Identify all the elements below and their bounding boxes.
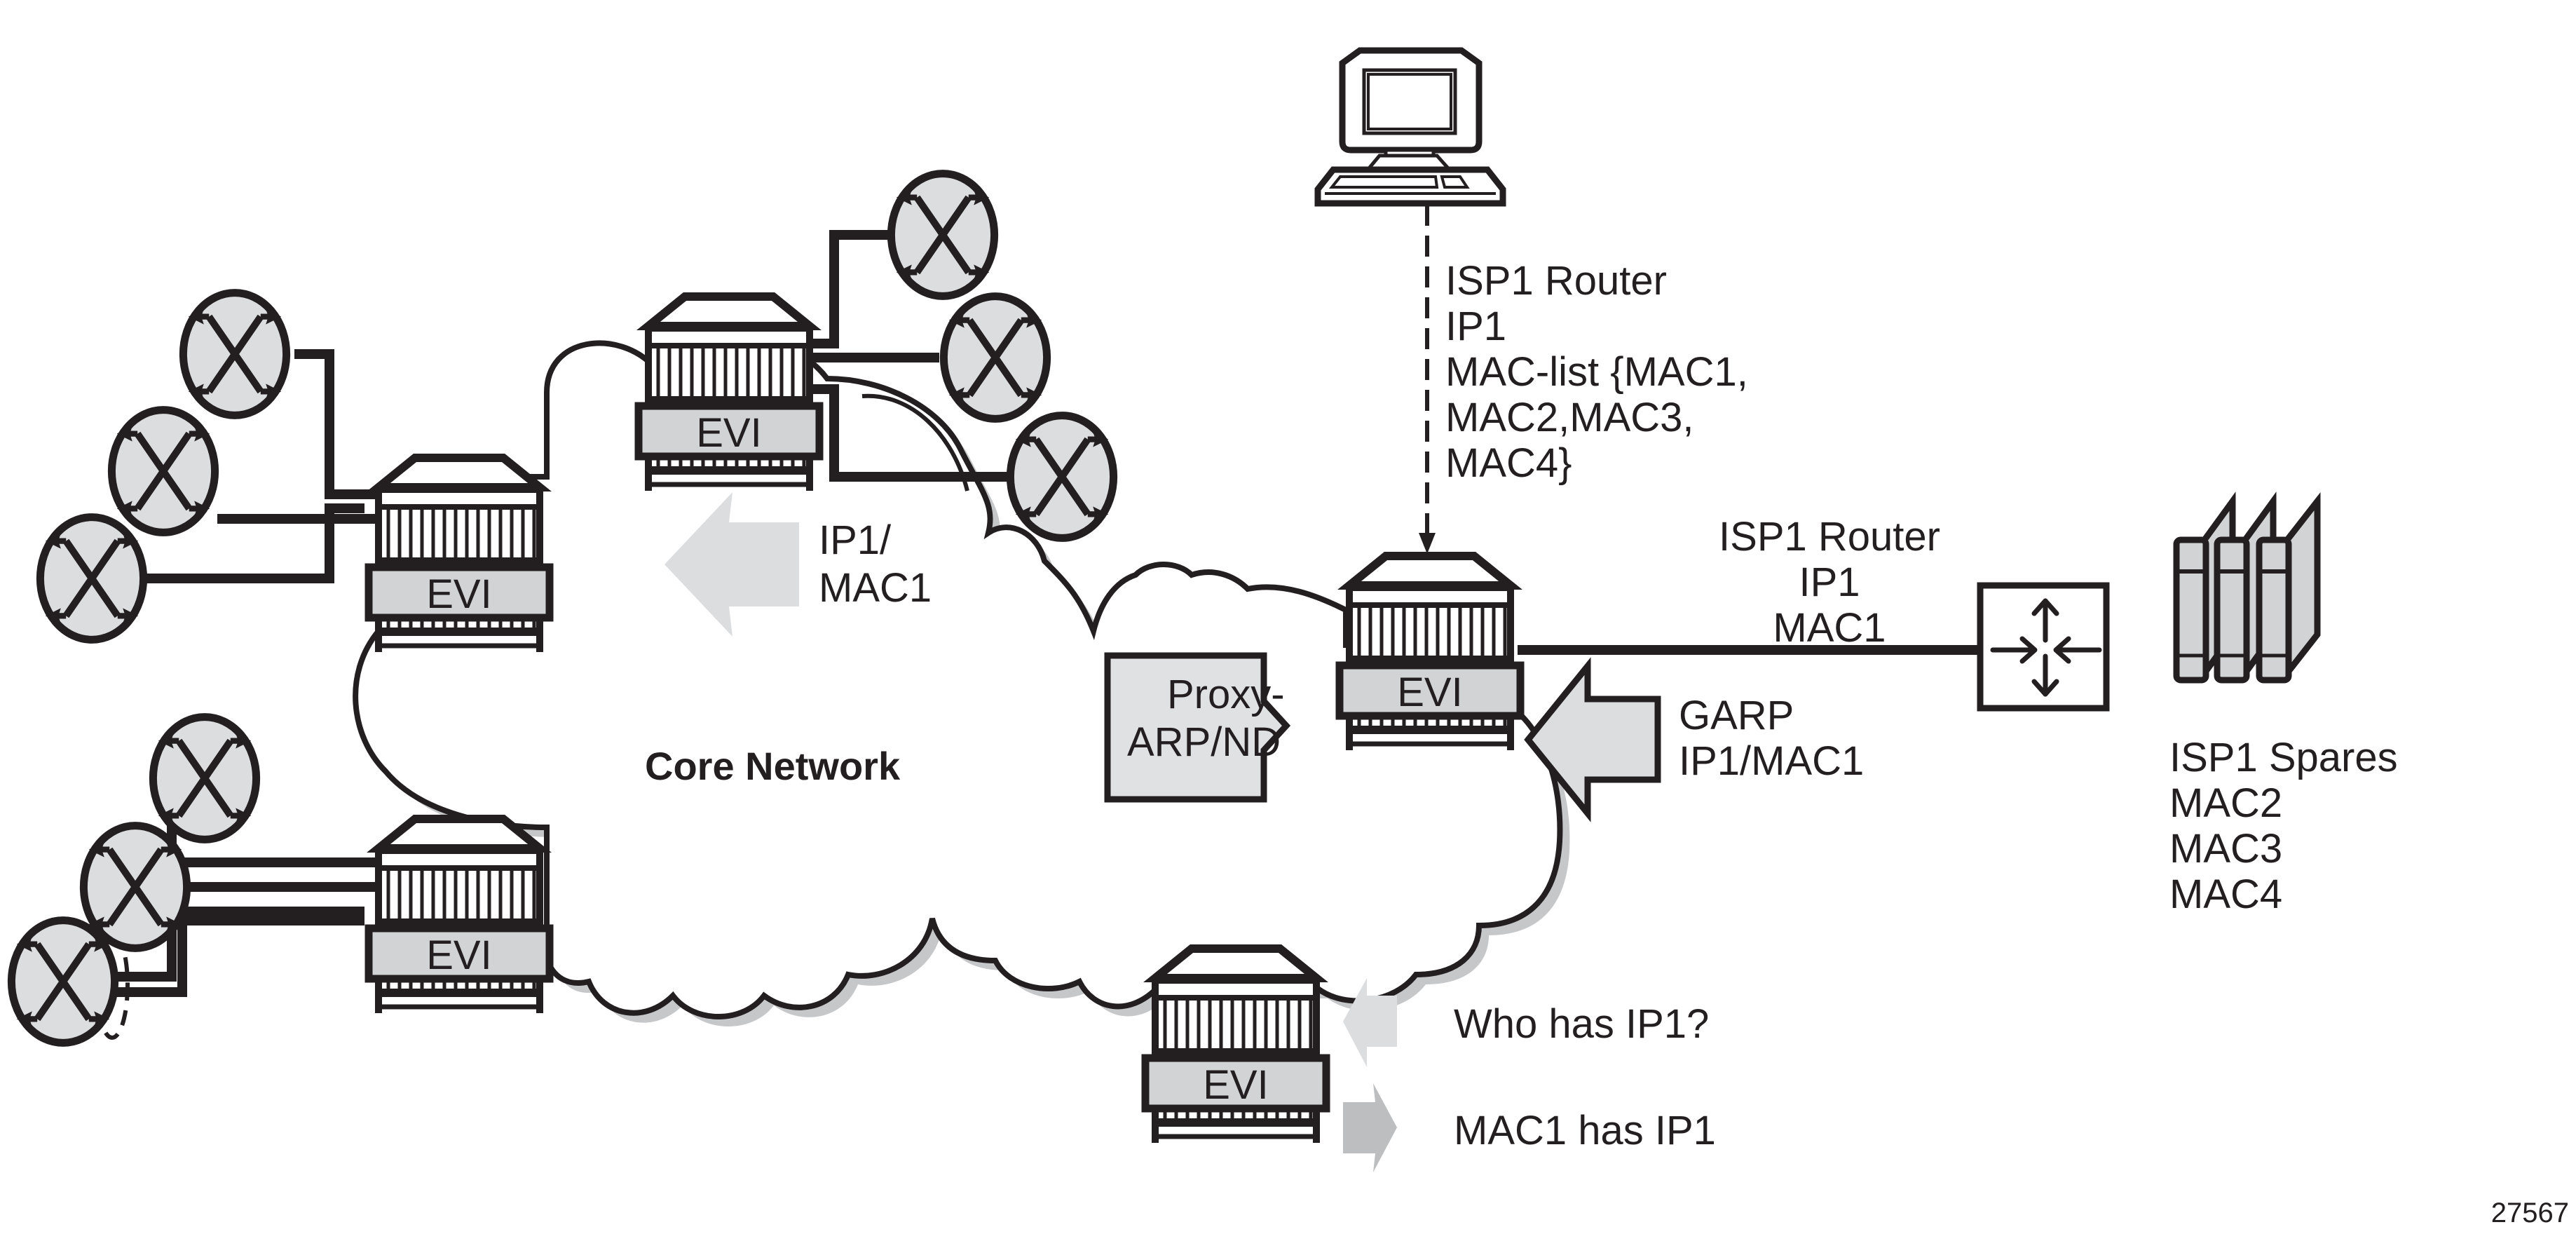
proxy-label-line2: ARP/ND <box>1127 719 1281 765</box>
core-network-cloud: Core Network <box>353 334 1570 1027</box>
text-line: IP1 <box>1445 304 1506 349</box>
text-line: MAC4 <box>2169 872 2282 917</box>
router-link-label: ISP1 Router IP1 MAC1 <box>1719 514 1940 651</box>
text-line: ISP1 Router <box>1445 258 1667 304</box>
arrowhead-down-icon <box>1419 533 1436 554</box>
ce-switch-icon <box>1010 416 1113 538</box>
arp-reply-arrow-icon <box>1343 1083 1397 1172</box>
evi-label: EVI <box>1397 670 1463 715</box>
garp-arrow-icon <box>1524 657 1661 822</box>
figure-number: 27567 <box>2491 1198 2569 1228</box>
pe-router-right[interactable]: EVI <box>1340 556 1520 750</box>
text-line: MAC2,MAC3, <box>1445 395 1694 440</box>
ce-switch-icon <box>11 921 114 1043</box>
ce-switch-icon <box>83 826 186 949</box>
text-line: MAC3 <box>2169 826 2282 872</box>
garp-label: GARP IP1/MAC1 <box>1679 693 1864 784</box>
pe-router-top[interactable]: EVI <box>639 297 819 491</box>
text-line: MAC-list {MAC1, <box>1445 349 1748 395</box>
advert-label: IP1/ MAC1 <box>819 517 932 611</box>
text-line: MAC1 <box>1773 605 1886 651</box>
arp-request-label: Who has IP1? <box>1454 1001 1709 1047</box>
text-line: GARP <box>1679 693 1794 738</box>
computer-info-label: ISP1 Router IP1 MAC-list {MAC1, MAC2,MAC… <box>1445 258 1748 486</box>
arp-request-arrow-icon <box>1343 978 1397 1067</box>
text-line: MAC1 <box>819 565 932 611</box>
ce-switch-icon <box>943 297 1047 419</box>
links-left-top-evi <box>144 349 375 583</box>
ce-switch-icon <box>891 174 994 297</box>
text-line: MAC2 <box>2169 780 2282 826</box>
server-blades-icon <box>2173 491 2321 684</box>
text-line: ISP1 Router <box>1719 514 1940 560</box>
ce-switch-icon <box>153 717 256 840</box>
text-line: IP1/MAC1 <box>1679 738 1864 784</box>
evi-label: EVI <box>426 933 492 978</box>
ce-switch-icon <box>111 410 214 533</box>
pe-router-left-bottom[interactable]: EVI <box>369 819 550 1013</box>
computer-icon <box>1314 47 1506 207</box>
evi-label: EVI <box>1203 1062 1269 1108</box>
evi-label: EVI <box>426 571 492 617</box>
arp-reply-label: MAC1 has IP1 <box>1454 1108 1716 1153</box>
proxy-label-line1: Proxy- <box>1167 672 1285 717</box>
layer3-switch-icon[interactable] <box>1977 582 2110 712</box>
text-line: ISP1 Spares <box>2169 735 2398 780</box>
ce-switch-icon <box>183 293 286 416</box>
text-line: MAC4} <box>1445 440 1572 486</box>
pe-router-bottom[interactable]: EVI <box>1145 949 1326 1143</box>
evi-label: EVI <box>696 410 762 456</box>
ce-switch-icon <box>40 517 143 640</box>
cloud-label: Core Network <box>645 744 901 788</box>
links-top-evi <box>810 230 1009 482</box>
mac-ip-advert-arrow-icon <box>665 492 799 637</box>
cloud-edge-arc <box>861 393 969 491</box>
text-line: IP1 <box>1799 560 1860 605</box>
pe-router-left-top[interactable]: EVI <box>369 458 550 652</box>
spares-label: ISP1 Spares MAC2 MAC3 MAC4 <box>2169 735 2398 917</box>
proxy-arp-nd-callout: Proxy- ARP/ND <box>1104 652 1291 803</box>
text-line: IP1/ <box>819 517 892 563</box>
